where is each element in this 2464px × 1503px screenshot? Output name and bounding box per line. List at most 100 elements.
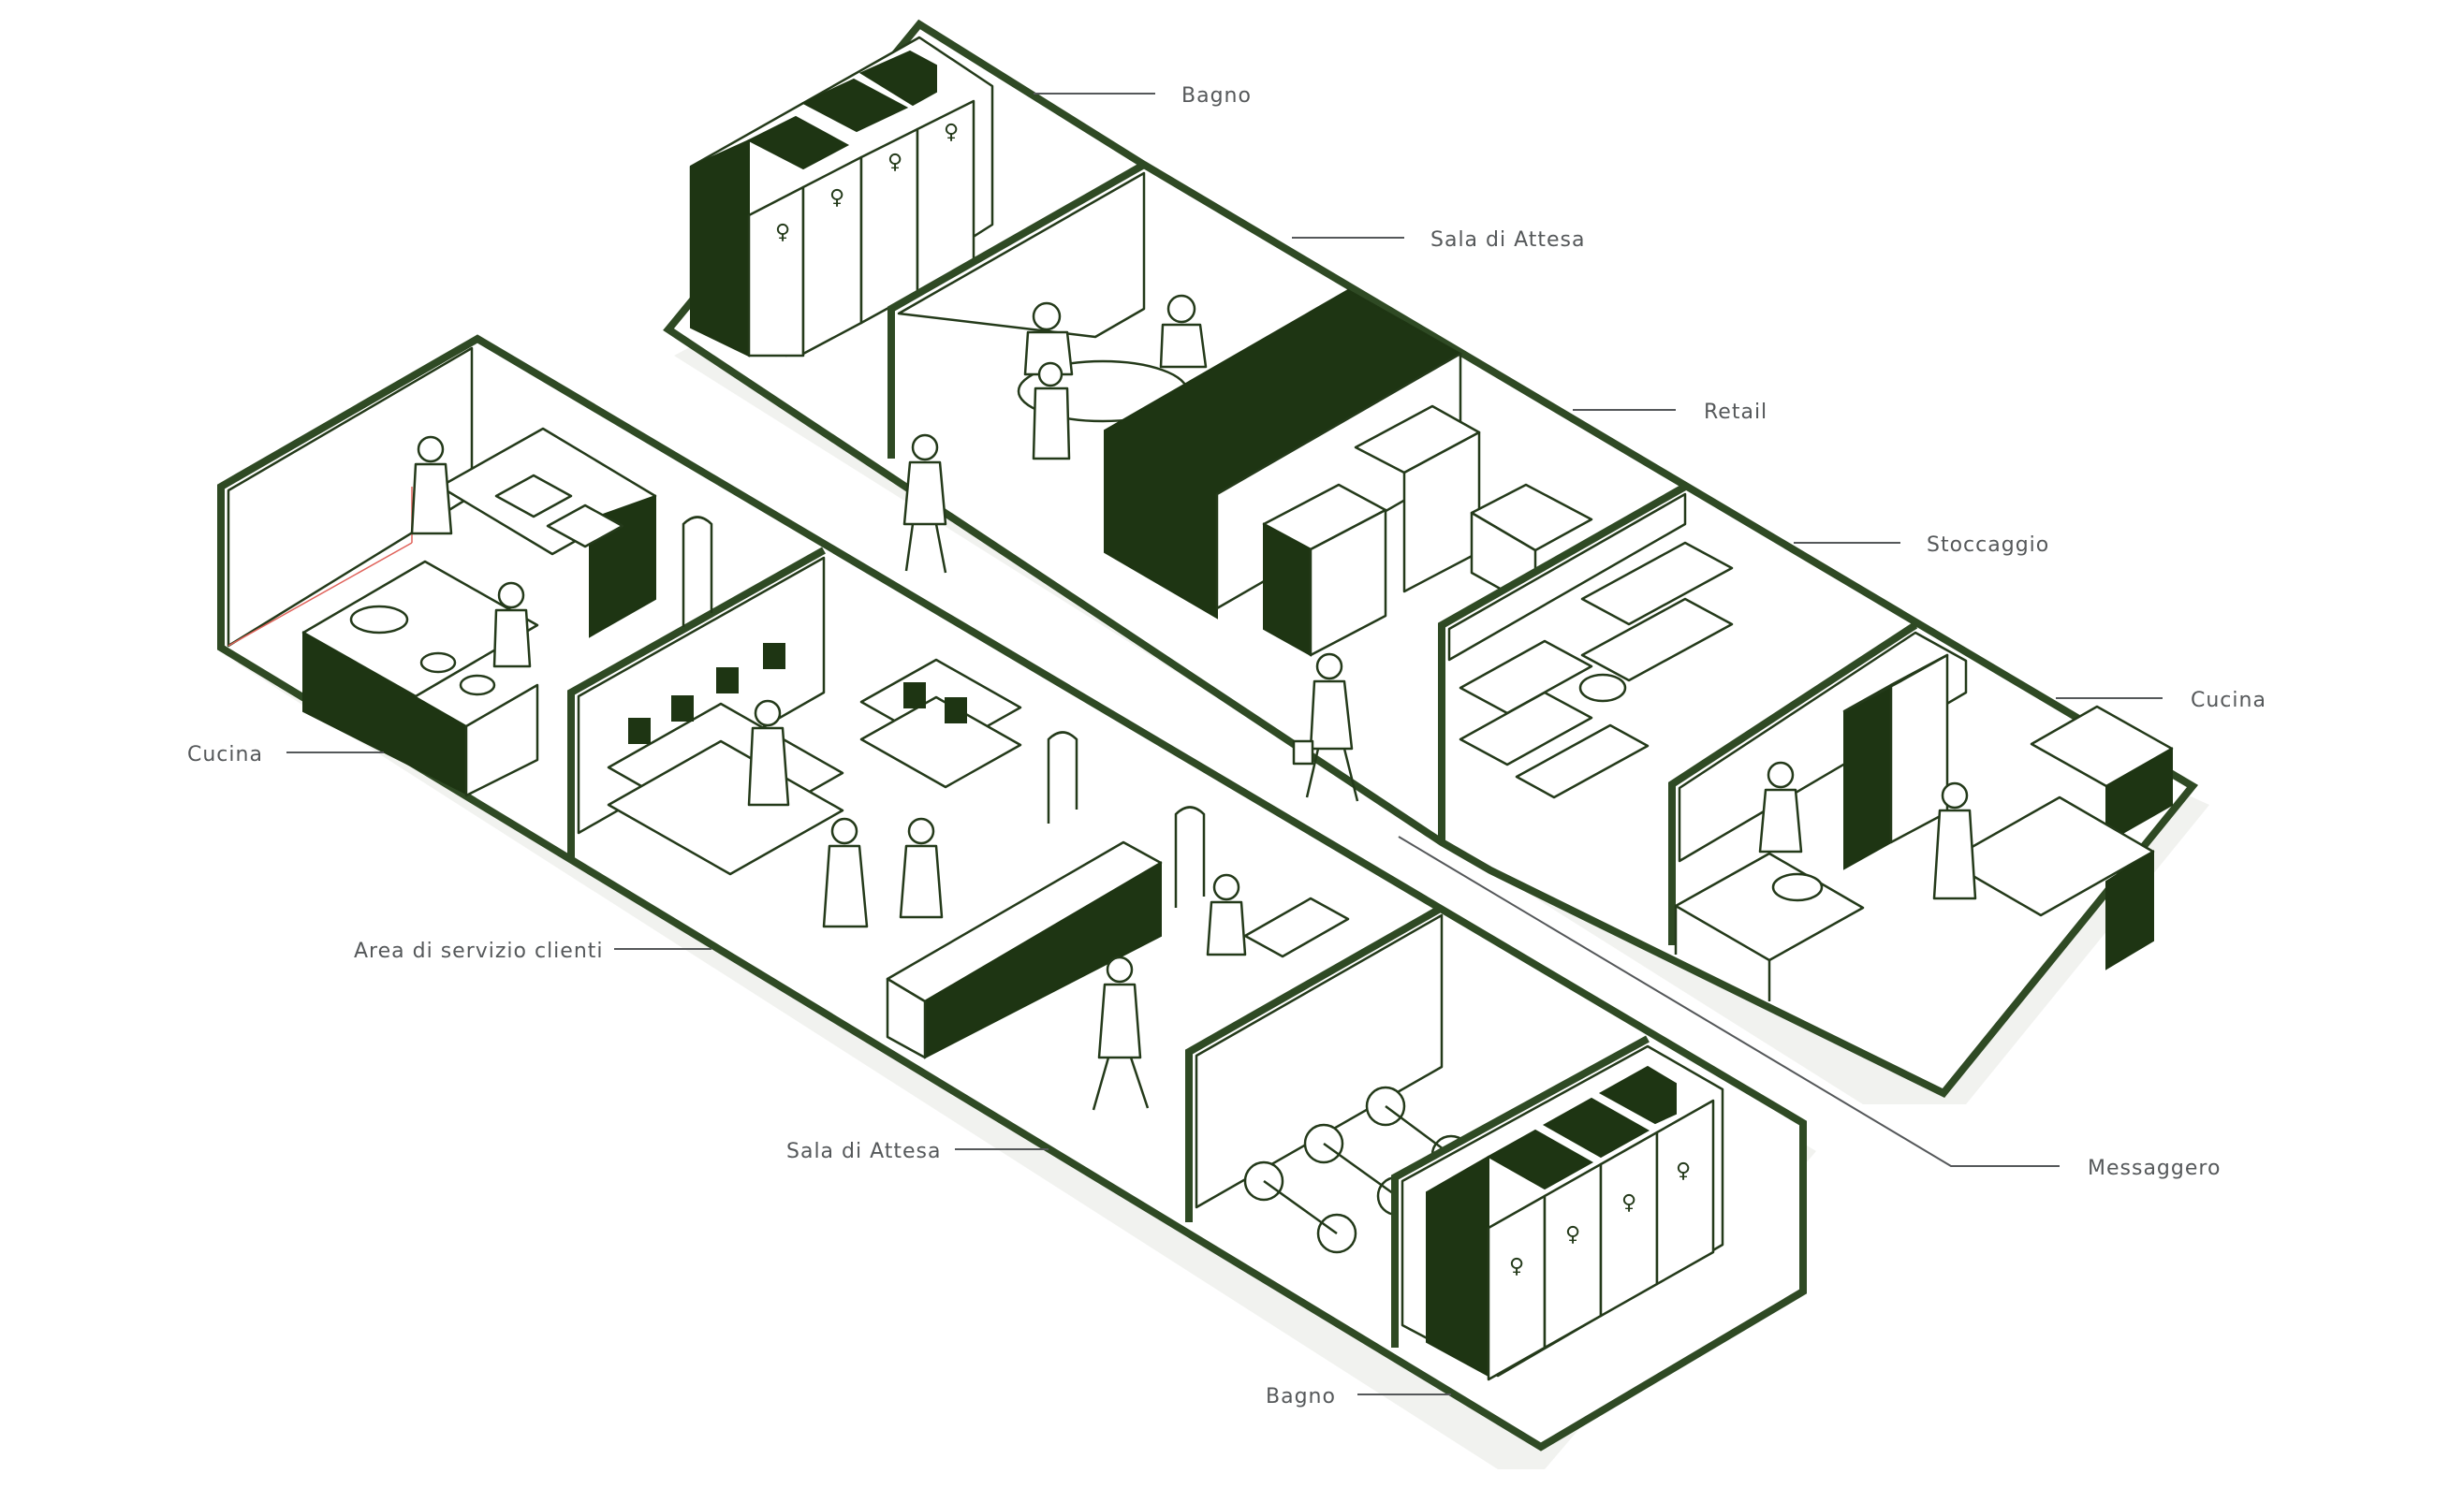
- storage-shelf: [1515, 723, 1650, 799]
- storage-shelf: [1580, 597, 1734, 682]
- label-stoccaggio: Stoccaggio: [1927, 533, 2049, 557]
- chef-body-icon: [1758, 788, 1803, 854]
- bicycle-frame: [1263, 1179, 1338, 1235]
- chef-head-icon: [417, 435, 445, 463]
- upper-building: ♀ ♀ ♀ ♀: [663, 19, 2209, 1104]
- label-area-servizio: Area di servizio clienti: [354, 940, 604, 963]
- bagno-top-stall-top-2: [800, 78, 909, 133]
- bicycle-frame: [1323, 1142, 1398, 1198]
- person-head-icon: [1037, 361, 1063, 387]
- room-bagno-top: ♀ ♀ ♀ ♀: [689, 36, 994, 358]
- label-sala-attesa-bottom: Sala di Attesa: [786, 1140, 942, 1163]
- chef-head-icon: [1767, 761, 1795, 789]
- pot-icon: [1771, 872, 1824, 902]
- leader-messaggero: [1398, 836, 2060, 1167]
- bagno-bottom-stall-top: [1598, 1065, 1677, 1125]
- bagno-bottom-stall-top: [1486, 1129, 1594, 1190]
- person-head-icon: [907, 817, 935, 845]
- stoccaggio-back-wall: [1447, 492, 1687, 662]
- label-sala-attesa-top: Sala di Attesa: [1430, 228, 1586, 252]
- waiting-bench: [1243, 897, 1350, 958]
- chef-body-icon: [492, 608, 532, 668]
- arched-doorway: [682, 516, 713, 627]
- chef-body-icon: [1932, 809, 1977, 900]
- chef-body-icon: [410, 462, 453, 535]
- burner-icon: [419, 651, 457, 674]
- bagno-bottom-stall-door: [1487, 1194, 1547, 1381]
- toilet-person-icon: ♀: [829, 186, 844, 210]
- toilet-person-icon: ♀: [944, 121, 959, 144]
- fridge-top: [1842, 653, 1949, 713]
- customer-icon: [899, 844, 944, 919]
- room-bagno-bottom: ♀ ♀ ♀ ♀: [1401, 1044, 1724, 1381]
- person-head-icon: [911, 433, 939, 461]
- toilet-person-icon: ♀: [1621, 1191, 1636, 1215]
- bagno-top-stall-top-1: [746, 115, 850, 170]
- label-retail: Retail: [1704, 401, 1767, 424]
- shopping-bag-icon: [1292, 739, 1314, 766]
- courier-leg: [1342, 748, 1359, 802]
- person-leg: [1092, 1057, 1110, 1111]
- room-labels: Bagno Sala di Attesa Retail Stoccaggio C…: [187, 84, 2266, 1408]
- label-messaggero: Messaggero: [2088, 1157, 2221, 1180]
- arched-doorway: [1047, 731, 1078, 824]
- leader-lines: [286, 93, 2163, 1395]
- person-leg: [934, 523, 947, 574]
- product-box-icon: [628, 718, 651, 744]
- sink-basin-icon: [494, 474, 573, 518]
- bagno-bottom-stall-door: [1655, 1099, 1715, 1286]
- label-bagno-top: Bagno: [1181, 84, 1252, 108]
- person-head-icon: [1166, 294, 1196, 324]
- counter-side: [886, 977, 927, 1059]
- product-box-icon: [716, 667, 739, 693]
- person-on-phone-icon: [1097, 983, 1142, 1059]
- person-seated-icon: [1206, 900, 1247, 956]
- product-box-icon: [903, 682, 926, 708]
- toilet-person-icon: ♀: [1509, 1255, 1524, 1278]
- person-head-icon: [830, 817, 858, 845]
- person-standing-icon: [1032, 387, 1071, 460]
- burner-icon: [459, 674, 496, 696]
- room-cucina-left: [227, 346, 657, 797]
- display-shelf: [607, 739, 844, 876]
- courier-head-icon: [1315, 652, 1343, 680]
- lower-building: ♀ ♀ ♀ ♀: [217, 334, 1816, 1469]
- person-head-icon: [1106, 956, 1134, 984]
- bagno-bottom-dark-wall: [1426, 1155, 1489, 1378]
- chef-head-icon: [1941, 781, 1969, 810]
- courier-body-icon: [1309, 679, 1354, 751]
- room-cucina-right: [1674, 631, 2174, 1001]
- bagno-bottom-stall-door: [1543, 1162, 1603, 1350]
- label-cucina-right: Cucina: [2191, 689, 2266, 712]
- stock-pot-icon: [349, 605, 409, 635]
- person-head-icon: [1032, 301, 1062, 331]
- prep-table-top: [1674, 852, 1865, 962]
- fridge-side: [1843, 683, 1892, 870]
- display-shelf: [859, 695, 1022, 789]
- person-head-icon: [1212, 873, 1240, 901]
- sink-basin-icon: [546, 503, 624, 548]
- toilet-person-icon: ♀: [887, 151, 902, 174]
- toilet-person-icon: ♀: [775, 221, 790, 244]
- room-stoccaggio: [1447, 492, 1734, 799]
- product-box-icon: [763, 643, 785, 669]
- accent-red-line: [227, 542, 413, 647]
- customer-icon: [747, 726, 790, 807]
- storage-shelf: [1459, 639, 1593, 715]
- bagno-top-stall-top-3: [858, 50, 937, 107]
- product-box-icon: [945, 697, 967, 723]
- bowl-icon: [1578, 673, 1627, 703]
- person-seated-icon: [1159, 323, 1208, 369]
- bicycle-frame: [1385, 1104, 1452, 1157]
- product-box-icon: [671, 695, 694, 722]
- person-leg: [904, 523, 915, 572]
- bagno-top-stall-door-1: [747, 185, 805, 358]
- person-head-icon: [754, 699, 782, 727]
- storage-shelf: [1459, 691, 1593, 766]
- toilet-person-icon: ♀: [1676, 1160, 1691, 1183]
- bagno-bottom-stall-top: [1542, 1097, 1650, 1159]
- label-bagno-bottom: Bagno: [1266, 1385, 1336, 1408]
- courier-leg: [1305, 748, 1320, 798]
- person-leg: [1129, 1057, 1150, 1109]
